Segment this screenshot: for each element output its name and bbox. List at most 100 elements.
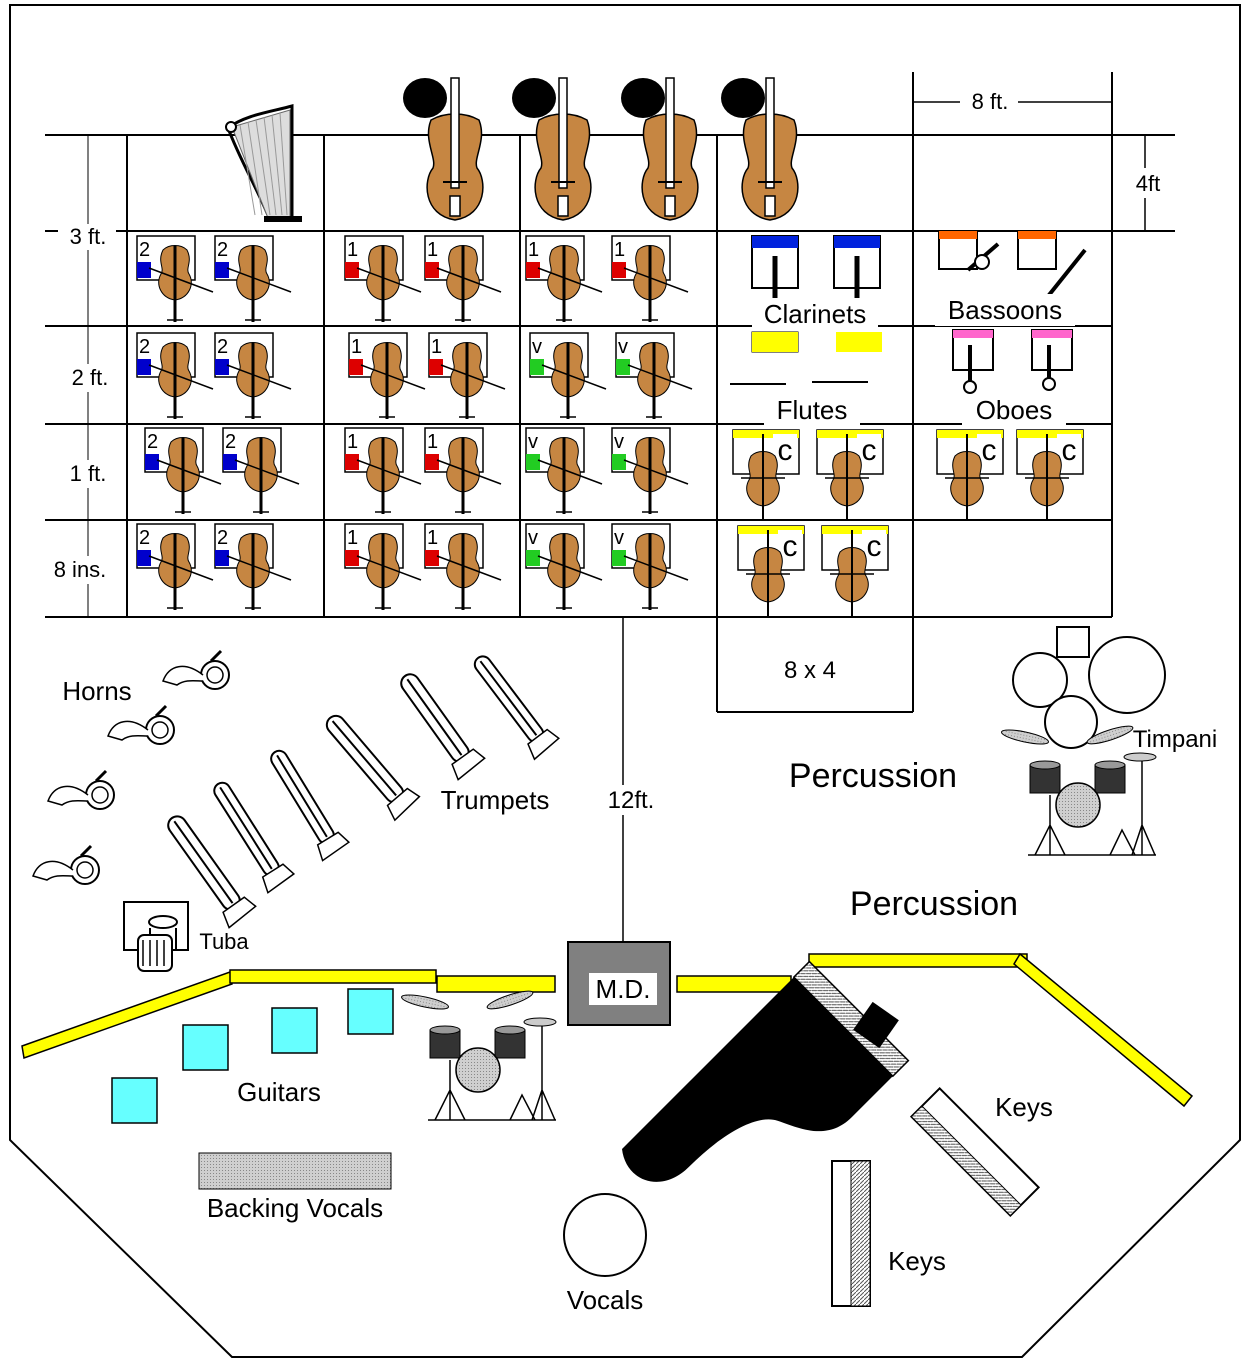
clarinet-section: [751, 235, 881, 300]
oboe-stand-2: [1031, 329, 1073, 391]
dim-3ft-bg: [58, 224, 116, 250]
string-part-mark: 2: [139, 527, 150, 549]
oboe-stand-1: [952, 329, 994, 394]
string-part-mark: 1: [431, 336, 442, 358]
string-stand: v: [529, 332, 607, 419]
timpani-label: Timpani: [1133, 726, 1217, 753]
keys-right-label: Keys: [995, 1092, 1053, 1122]
drum-kit-band-icon: [401, 990, 557, 1121]
keyboard-right-icon: [909, 1086, 1041, 1218]
bassoon-stand-1: [938, 230, 1000, 272]
oboe-section: [952, 329, 1073, 394]
french-horn-3: [47, 769, 115, 810]
string-stand: 1: [424, 523, 502, 610]
riser-grid: [45, 72, 1175, 713]
trumpets-label: Trumpets: [441, 785, 550, 815]
trumpet-1: [325, 714, 421, 822]
flute-stand-1: [730, 331, 799, 385]
string-stand: 2: [136, 235, 214, 322]
timpani-label-bg: [1122, 724, 1228, 754]
cello-part-mark: c: [862, 434, 877, 467]
trombone-3: [270, 749, 351, 862]
bassoons-label-bg: [935, 294, 1075, 326]
md-label: M.D.: [596, 974, 651, 1004]
string-part-mark: v: [528, 431, 538, 453]
dim-8ft-bg: [960, 88, 1018, 116]
string-part-mark: v: [618, 336, 628, 358]
string-part-mark: 2: [139, 336, 150, 358]
bassoon-section: [938, 230, 1087, 302]
oboes-label-bg: [962, 395, 1066, 425]
string-part-mark: 2: [225, 431, 236, 453]
string-stand: 1: [424, 235, 502, 322]
cello-stand-2: c: [816, 429, 884, 520]
flutes-label-bg: [764, 395, 860, 425]
horn-section: [32, 649, 230, 885]
string-stand: 1: [611, 235, 689, 322]
dim-4ft-label: 4ft: [1136, 171, 1160, 196]
keys-lower-label: Keys: [888, 1246, 946, 1276]
string-stand: 1: [344, 235, 422, 322]
string-stand: v: [615, 332, 693, 419]
cello-stand-6: c: [821, 525, 889, 616]
string-stand: 2: [222, 427, 300, 514]
string-stand: 2: [214, 235, 292, 322]
drum-kit-orchestra-icon: [1001, 725, 1157, 856]
double-bass-2: [512, 77, 592, 221]
trumpet-3: [473, 655, 560, 761]
cello-stand-4: c: [1016, 429, 1084, 520]
cello-part-mark: c: [783, 530, 798, 563]
clarinet-stand-1: [751, 235, 799, 300]
string-part-mark: 1: [347, 239, 358, 261]
trumpet-2: [400, 673, 486, 781]
stage-outline: [9, 4, 1241, 1358]
flutes-label: Flutes: [777, 395, 848, 425]
flute-section: [730, 331, 882, 385]
string-stand: 1: [344, 523, 422, 610]
string-stand: 1: [344, 427, 422, 514]
dim-1ft-bg: [60, 460, 116, 488]
dim-1ft-label: 1 ft.: [70, 461, 107, 486]
string-stand: v: [525, 427, 603, 514]
string-part-mark: 1: [351, 336, 362, 358]
cello-part-mark: c: [1062, 434, 1077, 467]
string-part-mark: v: [532, 336, 542, 358]
backing-vocals-label: Backing Vocals: [207, 1193, 383, 1223]
string-part-mark: 2: [217, 527, 228, 549]
vocals-position-icon: [563, 1193, 647, 1277]
vocals-label: Vocals: [567, 1285, 644, 1315]
clarinet-stand-2: [833, 235, 881, 300]
guitars-label: Guitars: [237, 1077, 321, 1107]
french-horn-2: [107, 704, 175, 745]
bassoons-label: Bassoons: [948, 295, 1062, 325]
french-horn-1: [162, 649, 230, 690]
dim-2ft-bg: [62, 364, 118, 392]
french-horn-4: [32, 844, 100, 885]
string-stand: 2: [136, 332, 214, 419]
string-part-mark: 1: [427, 527, 438, 549]
string-part-mark: 1: [427, 239, 438, 261]
cello-stand-5: c: [737, 525, 805, 616]
dim-4ft-bg: [1128, 168, 1168, 198]
tuba-label: Tuba: [199, 929, 249, 954]
stage-barriers: [21, 952, 1194, 1108]
backing-vocals-riser: [198, 1152, 392, 1190]
string-stand: 2: [214, 332, 292, 419]
dim-8ft-label: 8 ft.: [972, 89, 1009, 114]
string-part-mark: 1: [528, 239, 539, 261]
string-part-mark: 2: [147, 431, 158, 453]
dim-3ft-label: 3 ft.: [70, 224, 107, 249]
harp-icon: [225, 104, 302, 222]
grand-piano-icon: [622, 960, 910, 1182]
string-stand: v: [525, 523, 603, 610]
clarinets-label: Clarinets: [764, 299, 867, 329]
string-part-mark: 2: [139, 239, 150, 261]
center-12ft-bg: [596, 785, 666, 815]
string-stand: 1: [525, 235, 603, 322]
string-stand: 2: [214, 523, 292, 610]
timpani-set: [1012, 626, 1166, 749]
